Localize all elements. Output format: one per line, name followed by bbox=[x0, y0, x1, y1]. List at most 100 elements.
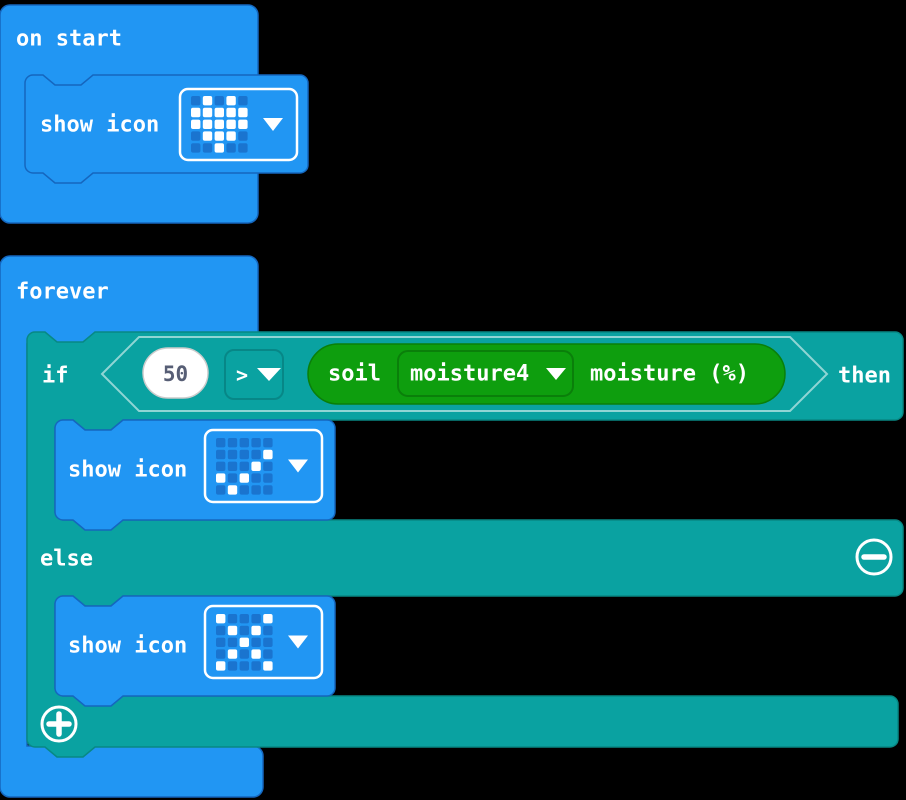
led-off-pixel bbox=[239, 438, 249, 448]
sensor-pin-value: moisture4 bbox=[410, 362, 529, 387]
soil-label: soil bbox=[328, 362, 381, 387]
dropdown-arrow-icon bbox=[546, 368, 566, 380]
plus-icon bbox=[40, 705, 78, 743]
show-icon-block-cross[interactable]: show icon bbox=[54, 595, 336, 707]
led-on-pixel bbox=[239, 473, 249, 483]
dropdown-arrow-icon bbox=[288, 459, 308, 473]
led-on-pixel bbox=[216, 473, 226, 483]
led-off-pixel bbox=[216, 637, 226, 647]
led-on-pixel bbox=[251, 461, 261, 471]
forever-block[interactable]: forever bbox=[0, 255, 264, 798]
led-on-pixel bbox=[227, 649, 238, 659]
led-on-pixel bbox=[202, 107, 213, 118]
led-off-pixel bbox=[216, 449, 226, 460]
led-on-pixel bbox=[214, 131, 224, 141]
led-grid-heart-icon bbox=[191, 96, 248, 153]
led-on-pixel bbox=[251, 625, 261, 636]
led-off-pixel bbox=[238, 131, 248, 141]
led-on-pixel bbox=[227, 625, 238, 636]
number-field[interactable]: 50 bbox=[142, 347, 209, 399]
led-off-pixel bbox=[227, 461, 238, 471]
condition-hexagon-outline bbox=[100, 336, 829, 412]
led-on-pixel bbox=[226, 131, 236, 141]
led-off-pixel bbox=[216, 649, 226, 659]
expand-plus-button[interactable] bbox=[40, 705, 78, 743]
led-off-pixel bbox=[238, 143, 248, 153]
show-icon-label: show icon bbox=[68, 634, 187, 659]
led-off-pixel bbox=[239, 661, 249, 671]
forever-body[interactable] bbox=[0, 255, 264, 798]
led-off-pixel bbox=[216, 461, 226, 471]
led-grid-cross-icon bbox=[216, 614, 273, 671]
led-off-pixel bbox=[239, 649, 249, 659]
collapse-minus-button[interactable] bbox=[855, 538, 893, 576]
led-on-pixel bbox=[226, 107, 236, 118]
led-off-pixel bbox=[239, 614, 249, 624]
led-off-pixel bbox=[251, 449, 261, 460]
led-off-pixel bbox=[227, 449, 238, 460]
led-on-pixel bbox=[191, 107, 201, 118]
led-on-pixel bbox=[251, 649, 261, 659]
led-off-pixel bbox=[239, 625, 249, 636]
led-on-pixel bbox=[226, 119, 236, 129]
led-off-pixel bbox=[251, 473, 261, 483]
led-off-pixel bbox=[263, 625, 273, 636]
led-off-pixel bbox=[238, 96, 248, 106]
led-off-pixel bbox=[263, 637, 273, 647]
operator-value: > bbox=[236, 363, 248, 387]
if-else-frame[interactable] bbox=[26, 331, 904, 758]
if-label: if bbox=[42, 364, 69, 389]
led-on-pixel bbox=[214, 107, 224, 118]
if-else-block[interactable]: if 50 > soil moisture4 moisture (%) then bbox=[26, 331, 904, 758]
led-off-pixel bbox=[202, 143, 213, 153]
icon-dropdown-field[interactable] bbox=[178, 87, 299, 162]
led-off-pixel bbox=[191, 143, 201, 153]
led-off-pixel bbox=[191, 131, 201, 141]
show-icon-block-check[interactable]: show icon bbox=[54, 419, 336, 531]
led-on-pixel bbox=[227, 485, 238, 495]
sensor-pin-dropdown[interactable]: moisture4 bbox=[397, 350, 574, 397]
icon-dropdown-field[interactable] bbox=[203, 428, 324, 504]
soil-moisture-block[interactable]: soil moisture4 moisture (%) bbox=[307, 343, 786, 405]
led-off-pixel bbox=[227, 637, 238, 647]
forever-label: forever bbox=[16, 280, 109, 305]
show-icon-label: show icon bbox=[68, 458, 187, 483]
led-on-pixel bbox=[226, 96, 236, 106]
led-off-pixel bbox=[263, 461, 273, 471]
led-off-pixel bbox=[263, 649, 273, 659]
led-on-pixel bbox=[202, 119, 213, 129]
else-label: else bbox=[40, 547, 93, 572]
dropdown-arrow-icon bbox=[288, 635, 308, 649]
icon-dropdown-field[interactable] bbox=[203, 604, 324, 680]
led-on-pixel bbox=[214, 143, 224, 153]
led-off-pixel bbox=[227, 473, 238, 483]
led-off-pixel bbox=[251, 438, 261, 448]
operator-dropdown[interactable]: > bbox=[224, 349, 284, 400]
led-off-pixel bbox=[251, 485, 261, 495]
led-off-pixel bbox=[216, 625, 226, 636]
led-off-pixel bbox=[227, 614, 238, 624]
minus-icon bbox=[855, 538, 893, 576]
led-off-pixel bbox=[227, 438, 238, 448]
led-off-pixel bbox=[226, 143, 236, 153]
show-icon-block-heart[interactable]: show icon bbox=[24, 74, 309, 184]
led-off-pixel bbox=[263, 473, 273, 483]
led-off-pixel bbox=[263, 438, 273, 448]
number-value: 50 bbox=[163, 362, 188, 386]
led-on-pixel bbox=[263, 614, 273, 624]
on-start-block[interactable]: on start show icon bbox=[0, 4, 309, 224]
led-on-pixel bbox=[202, 131, 213, 141]
led-off-pixel bbox=[263, 485, 273, 495]
led-on-pixel bbox=[202, 96, 213, 106]
led-off-pixel bbox=[216, 438, 226, 448]
dropdown-arrow-icon bbox=[263, 118, 283, 131]
led-off-pixel bbox=[214, 96, 224, 106]
dropdown-arrow-icon bbox=[257, 368, 281, 381]
led-off-pixel bbox=[239, 461, 249, 471]
then-label: then bbox=[838, 364, 891, 389]
led-on-pixel bbox=[238, 119, 248, 129]
show-icon-body[interactable] bbox=[24, 74, 309, 184]
led-on-pixel bbox=[239, 637, 249, 647]
led-off-pixel bbox=[191, 96, 201, 106]
